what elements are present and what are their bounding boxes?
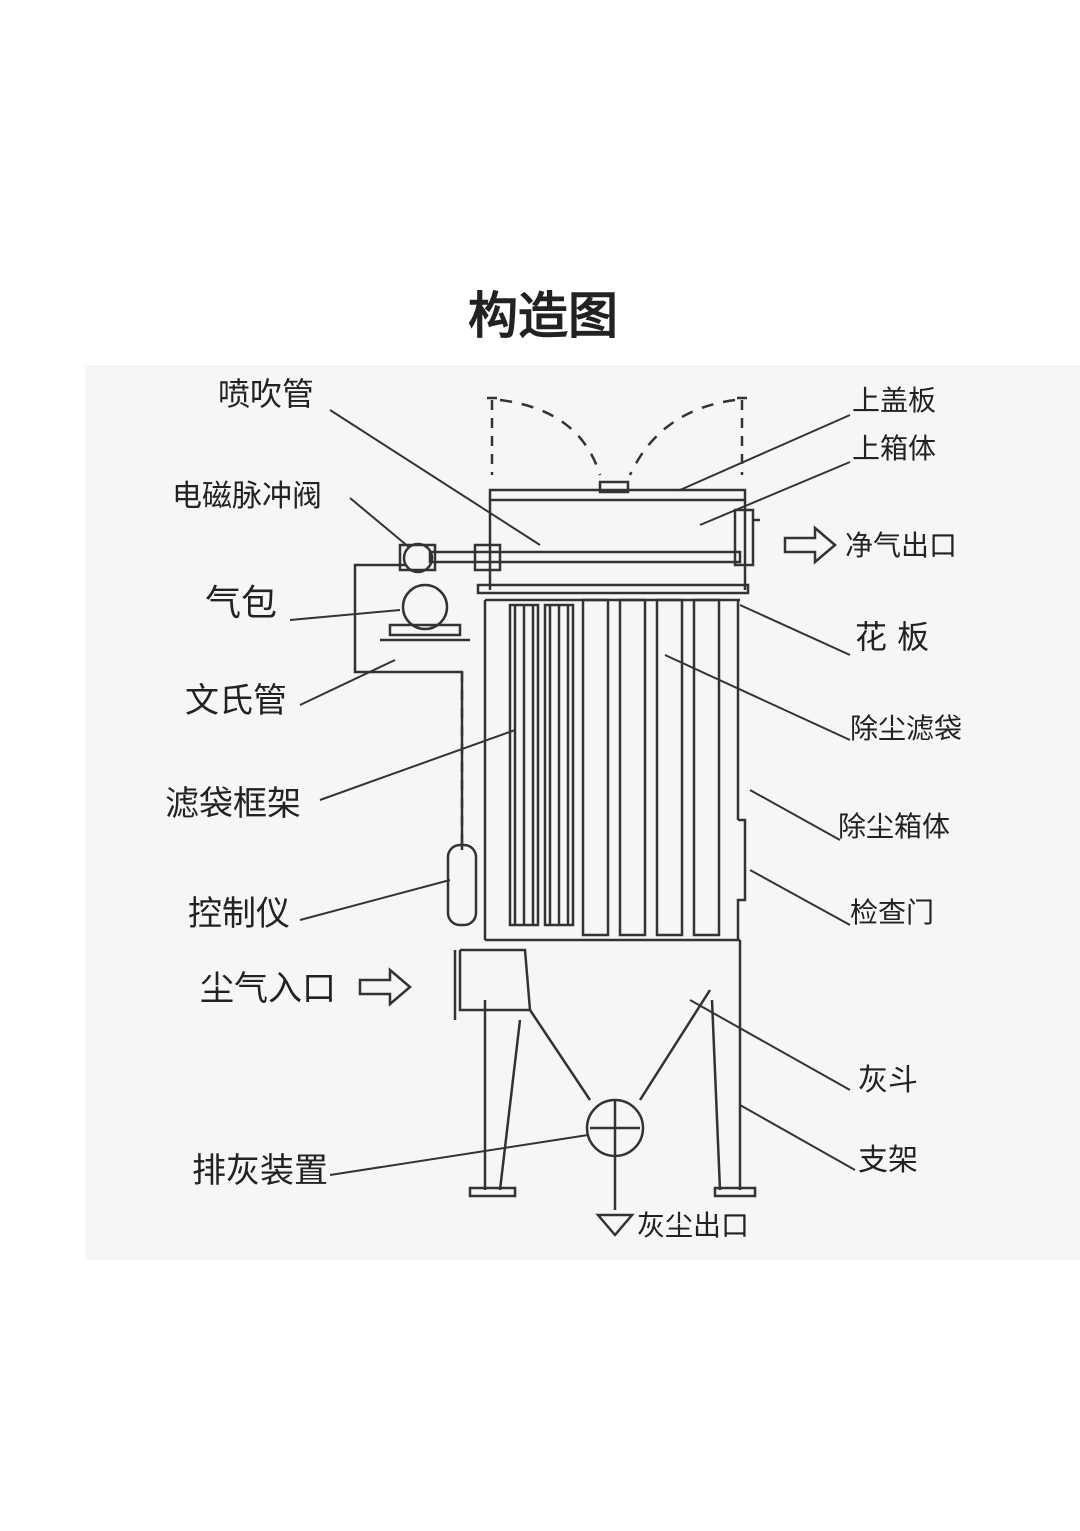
label-solenoid-valve: 电磁脉冲阀 <box>172 479 322 514</box>
dusty-air-inlet-arrow <box>358 967 412 1007</box>
discharge-device <box>585 1098 645 1160</box>
label-upper-box: 上箱体 <box>852 432 936 465</box>
label-dust-box: 除尘箱体 <box>838 810 950 843</box>
label-inspection-door: 检查门 <box>850 896 934 929</box>
label-controller: 控制仪 <box>188 894 290 934</box>
label-spray-pipe: 喷吹管 <box>218 375 314 413</box>
label-dusty-air-inlet: 尘气入口 <box>200 969 336 1009</box>
filter-bags <box>581 598 721 937</box>
label-support: 支架 <box>858 1143 918 1178</box>
label-venturi: 文氏管 <box>185 681 287 721</box>
label-discharge-device: 排灰装置 <box>192 1151 328 1191</box>
label-ash-hopper: 灰斗 <box>858 1063 918 1098</box>
clean-air-outlet-arrow <box>783 525 837 565</box>
dust-box-body <box>483 600 747 940</box>
label-filter-bag: 除尘滤袋 <box>850 712 962 745</box>
label-dust-outlet: 灰尘出口 <box>637 1209 749 1242</box>
label-tube-sheet: 花 板 <box>855 618 929 656</box>
ash-hopper <box>485 938 740 1101</box>
dust-outlet-arrow <box>595 1160 635 1237</box>
spray-pipe <box>428 543 742 572</box>
control-pipe-loop <box>353 563 464 850</box>
label-top-cover: 上盖板 <box>852 384 936 417</box>
top-cover-plate <box>488 480 747 502</box>
leader-lines <box>289 409 856 1176</box>
air-tank <box>380 583 470 642</box>
label-clean-air-outlet: 净气出口 <box>845 529 957 562</box>
controller <box>446 843 478 927</box>
label-air-tank: 气包 <box>205 583 277 624</box>
diagram-title: 构造图 <box>468 287 618 345</box>
clean-air-outlet-flange <box>733 508 760 567</box>
solenoid-valve <box>398 542 437 574</box>
bag-cages <box>508 603 575 927</box>
label-bag-cage: 滤袋框架 <box>165 784 301 824</box>
support-legs <box>468 940 757 1198</box>
